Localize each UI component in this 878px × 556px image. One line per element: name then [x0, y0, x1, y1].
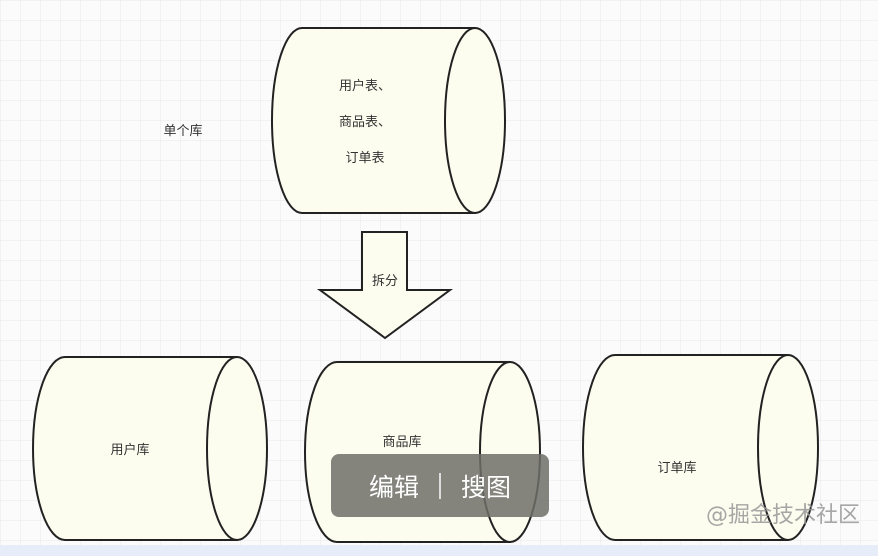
watermark: @掘金技术社区 — [705, 503, 860, 528]
order-db-cylinder: 订单库 — [582, 354, 819, 541]
single-db-label: 单个库 — [163, 123, 202, 139]
source-line-users: 用户表、 — [339, 78, 391, 94]
user-db-label: 用户库 — [110, 442, 149, 458]
bottom-strip — [0, 545, 878, 556]
order-db-label: 订单库 — [657, 460, 696, 476]
source-line-products: 商品表、 — [339, 115, 391, 130]
edit-button[interactable]: 编辑 — [368, 472, 419, 502]
divider — [439, 472, 441, 499]
user-db-cylinder: 用户库 — [32, 356, 268, 541]
source-line-orders: 订单表 — [345, 151, 384, 166]
split-arrow: 拆分 — [316, 231, 454, 340]
product-db-label: 商品库 — [382, 434, 421, 450]
search-image-button[interactable]: 搜图 — [461, 472, 512, 502]
source-cylinder: 用户表、 商品表、 订单表 — [271, 27, 506, 214]
split-label: 拆分 — [372, 274, 398, 289]
image-action-overlay: 编辑 搜图 — [331, 454, 549, 517]
